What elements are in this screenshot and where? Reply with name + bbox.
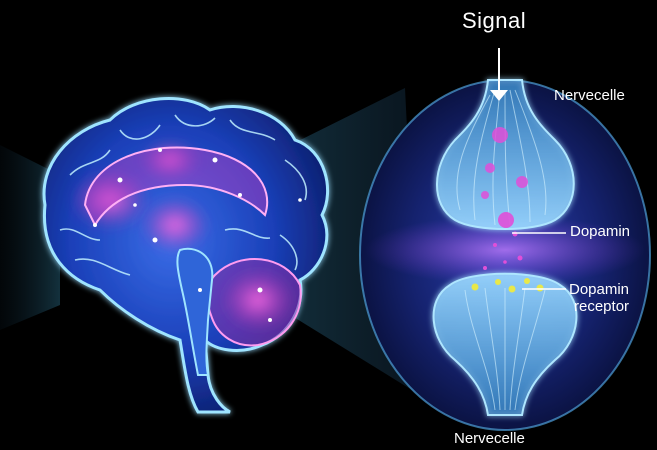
bottom-neuron-label: Nervecelle [454,430,525,447]
receptor-label-line1: Dopamin [569,281,629,298]
glow-cerebellum [220,268,296,332]
glow-midbrain [140,197,210,253]
signal-arrow [490,48,508,101]
synapse-closeup [360,80,650,430]
receptor-label-line2: receptor [574,298,629,315]
dopamine-label: Dopamin [570,223,630,240]
brain [44,99,328,412]
signal-label: Signal [462,8,526,34]
top-neuron-label: Nervecelle [554,87,625,104]
